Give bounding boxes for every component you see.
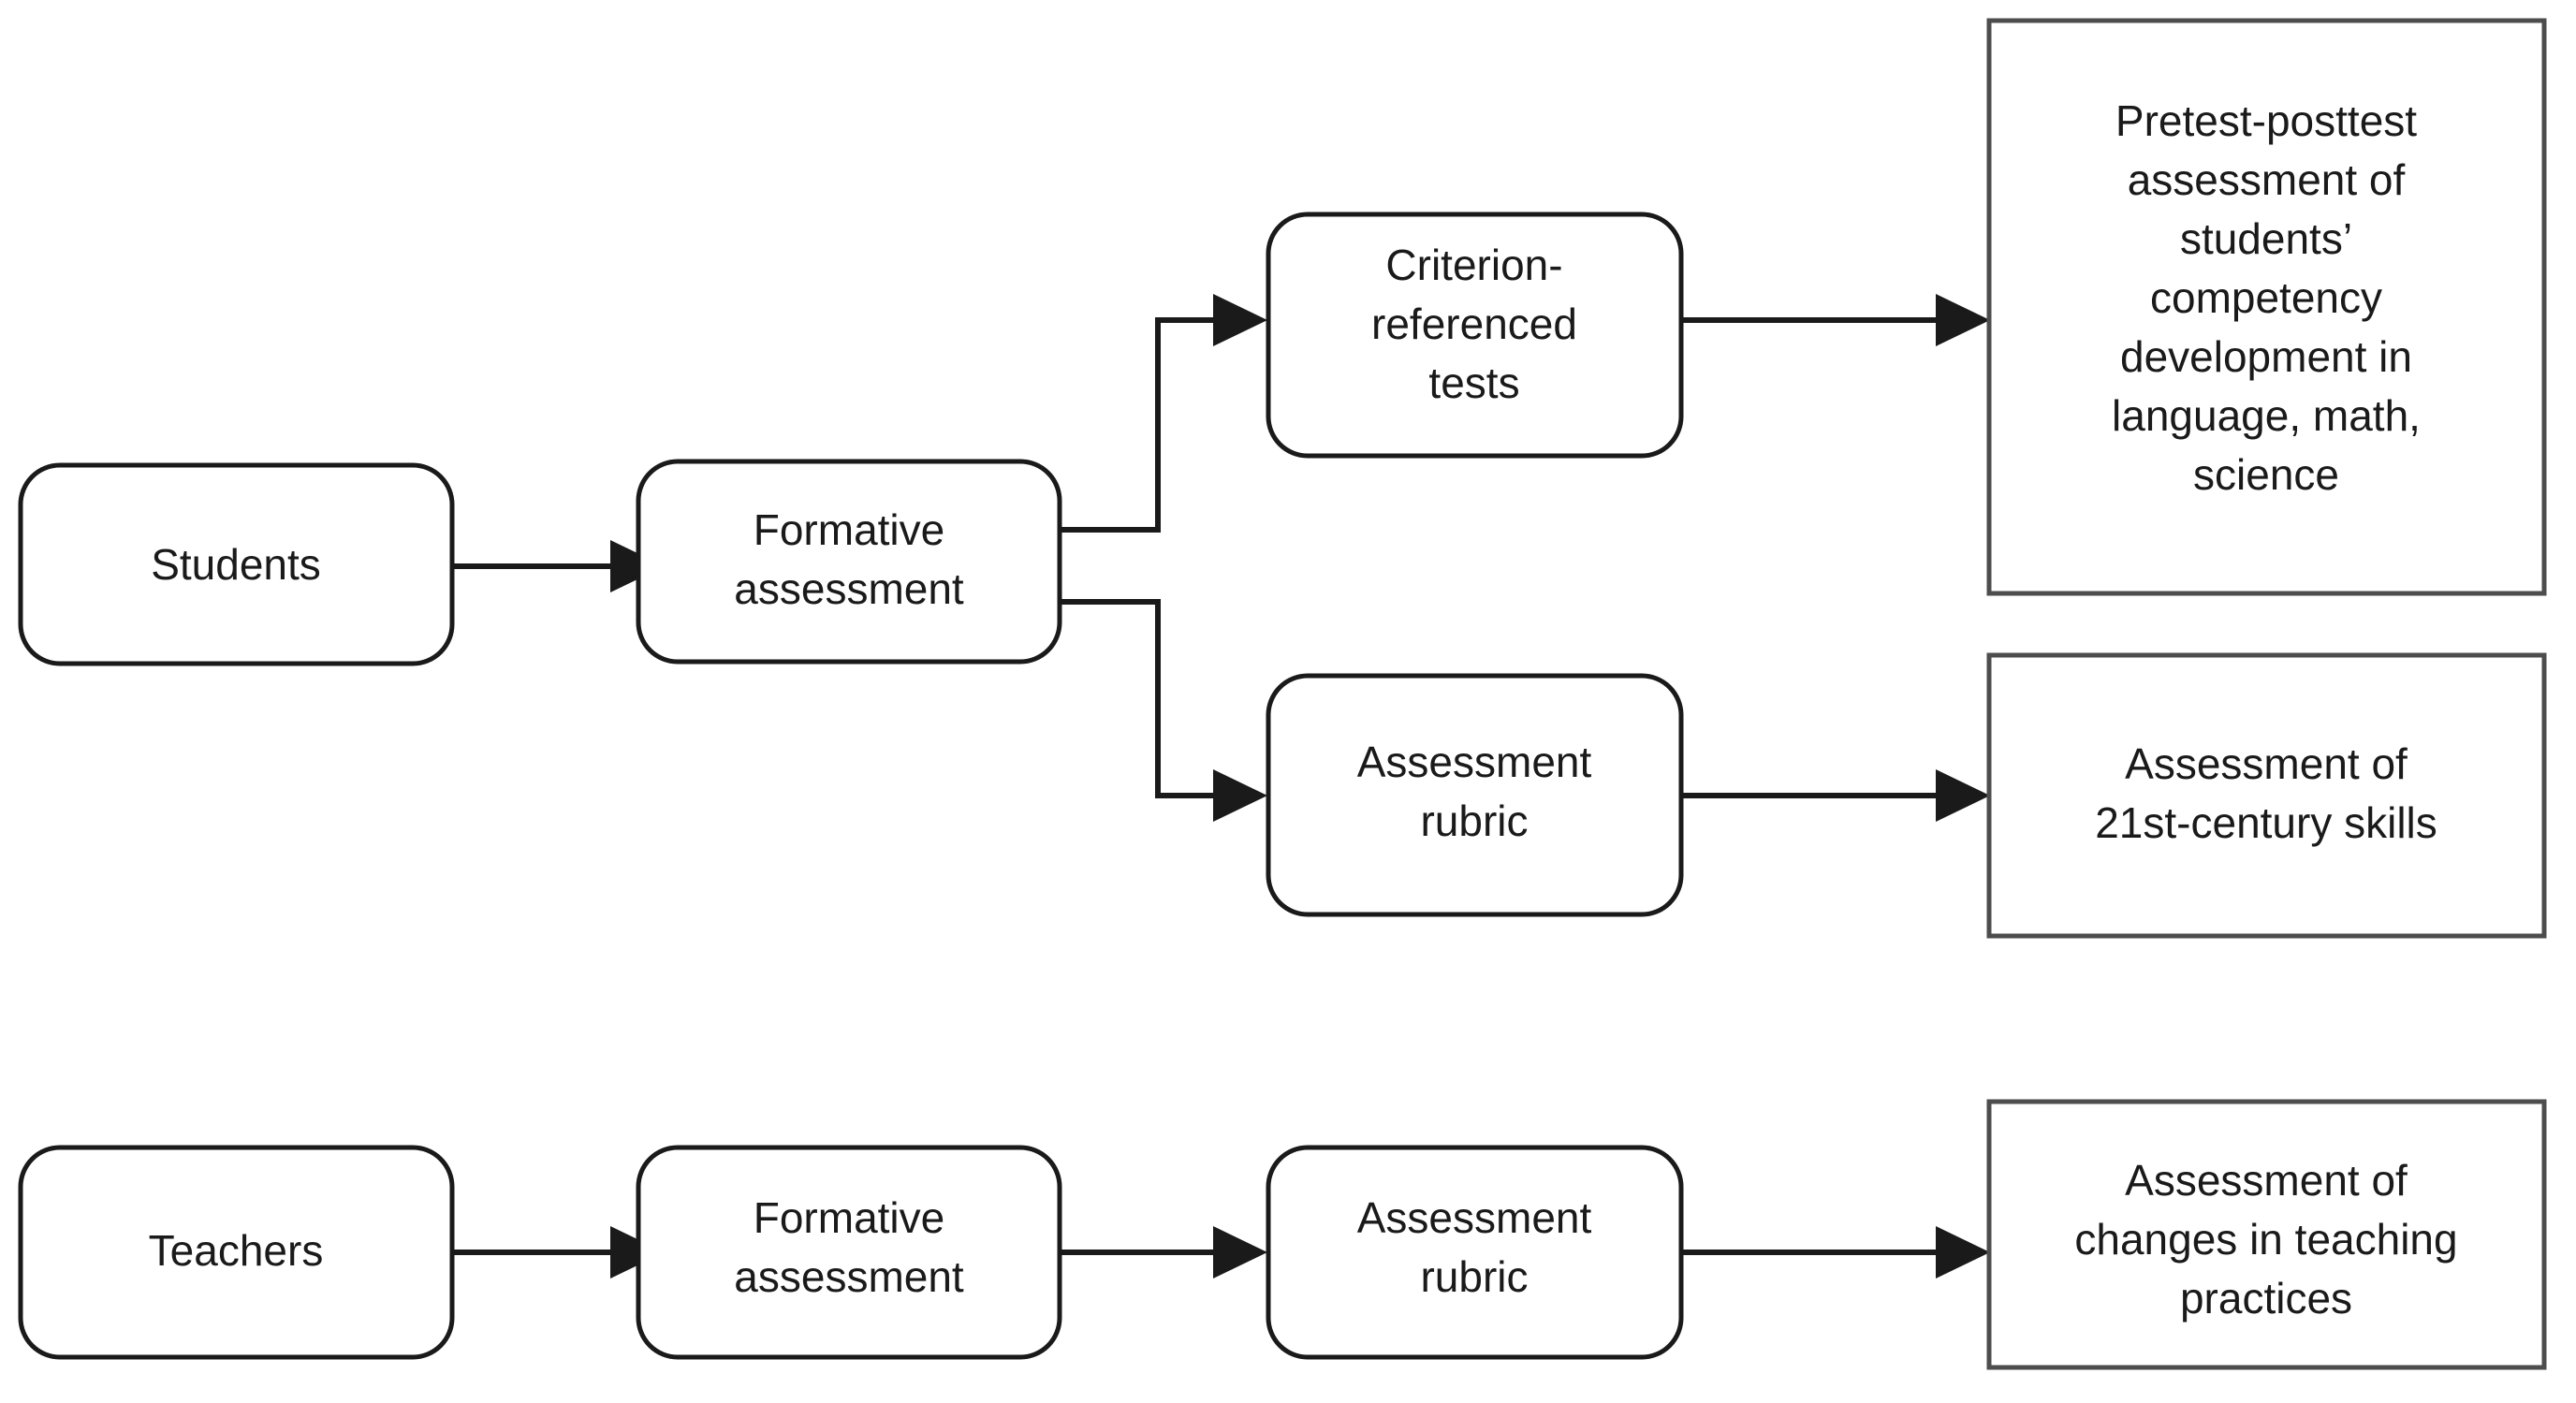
node-teaching-practices-outcome-shape[interactable] — [1986, 1099, 2547, 1370]
node-criterion-referenced-tests[interactable]: Criterion- referenced tests — [1266, 212, 1684, 459]
node-teachers-label: Teachers — [149, 1226, 324, 1275]
node-skills-outcome-label-line-2: 21st-century skills — [2095, 798, 2437, 847]
node-teacher-assessment-rubric-label-line-2: rubric — [1420, 1252, 1528, 1301]
node-skills-outcome-shape[interactable] — [1986, 652, 2547, 939]
edge-line — [1060, 599, 1215, 798]
node-teacher-assessment-rubric-shape[interactable] — [1266, 1145, 1684, 1360]
node-pretest-posttest-outcome-shape[interactable] — [1986, 18, 2547, 596]
arrow-head-icon — [1936, 769, 1990, 822]
node-teaching-practices-outcome-label-line-2: changes in teaching — [2074, 1215, 2457, 1264]
node-teacher-formative-assessment[interactable]: Formative assessment — [636, 1145, 1062, 1360]
node-student-assessment-rubric[interactable]: Assessment rubric — [1266, 673, 1684, 917]
node-student-formative-assessment-shape[interactable] — [636, 459, 1062, 665]
node-criterion-referenced-tests-label-line-1: Criterion- — [1385, 241, 1562, 289]
node-pretest-posttest-outcome[interactable]: Pretest-posttest assessment of students’… — [1986, 18, 2547, 596]
node-student-formative-assessment-label-line-2: assessment — [734, 564, 964, 613]
arrow-head-icon — [1213, 294, 1267, 346]
node-student-formative-assessment[interactable]: Formative assessment — [636, 459, 1062, 665]
node-pretest-posttest-outcome-label-line-2: assessment of — [2128, 155, 2406, 204]
node-student-assessment-rubric-label-line-1: Assessment — [1357, 738, 1592, 786]
node-students-shape[interactable] — [18, 462, 455, 666]
node-teacher-assessment-rubric-label-line-1: Assessment — [1357, 1193, 1592, 1242]
node-skills-outcome-label-line-1: Assessment of — [2125, 739, 2408, 788]
edge-criterion-to-pretest — [1681, 294, 1990, 346]
arrow-head-icon — [1936, 1226, 1990, 1279]
arrow-head-icon — [1213, 769, 1267, 822]
node-teaching-practices-outcome-label-line-1: Assessment of — [2125, 1156, 2408, 1205]
node-teaching-practices-outcome[interactable]: Assessment of changes in teaching practi… — [1986, 1099, 2547, 1370]
node-criterion-referenced-tests-label-line-3: tests — [1428, 358, 1519, 407]
node-pretest-posttest-outcome-label-line-3: students’ — [2180, 214, 2352, 263]
node-skills-outcome[interactable]: Assessment of 21st-century skills — [1986, 652, 2547, 939]
node-student-assessment-rubric-shape[interactable] — [1266, 673, 1684, 917]
edge-formative-to-criterion — [1060, 294, 1267, 533]
arrow-head-icon — [1936, 294, 1990, 346]
node-teacher-formative-assessment-label-line-2: assessment — [734, 1252, 964, 1301]
edge-rubric-to-skills — [1681, 769, 1990, 822]
edge-line — [1060, 317, 1215, 533]
edge-teacher-rubric-to-practices — [1681, 1226, 1990, 1279]
node-pretest-posttest-outcome-label-line-4: competency — [2150, 273, 2382, 322]
edge-students-to-formative — [452, 540, 665, 592]
node-teacher-formative-assessment-label-line-1: Formative — [754, 1193, 944, 1242]
node-teacher-assessment-rubric[interactable]: Assessment rubric — [1266, 1145, 1684, 1360]
node-teachers-shape[interactable] — [18, 1145, 455, 1360]
node-criterion-referenced-tests-label-line-2: referenced — [1371, 300, 1577, 348]
node-students[interactable]: Students — [18, 462, 455, 666]
edge-teachers-to-formative — [452, 1226, 665, 1279]
node-student-assessment-rubric-label-line-2: rubric — [1420, 796, 1528, 845]
node-teacher-formative-assessment-shape[interactable] — [636, 1145, 1062, 1360]
edge-formative-to-teacher-rubric — [1060, 1226, 1267, 1279]
node-student-formative-assessment-label-line-1: Formative — [754, 505, 944, 554]
node-students-label: Students — [151, 540, 321, 589]
node-pretest-posttest-outcome-label-line-7: science — [2193, 450, 2339, 499]
arrow-head-icon — [1213, 1226, 1267, 1279]
edge-formative-to-rubric — [1060, 599, 1267, 822]
node-pretest-posttest-outcome-label-line-6: language, math, — [2112, 391, 2421, 440]
node-pretest-posttest-outcome-label-line-1: Pretest-posttest — [2115, 96, 2417, 145]
node-teachers[interactable]: Teachers — [18, 1145, 455, 1360]
node-teaching-practices-outcome-label-line-3: practices — [2180, 1274, 2352, 1323]
node-pretest-posttest-outcome-label-line-5: development in — [2120, 332, 2412, 381]
node-criterion-referenced-tests-shape[interactable] — [1266, 212, 1684, 459]
